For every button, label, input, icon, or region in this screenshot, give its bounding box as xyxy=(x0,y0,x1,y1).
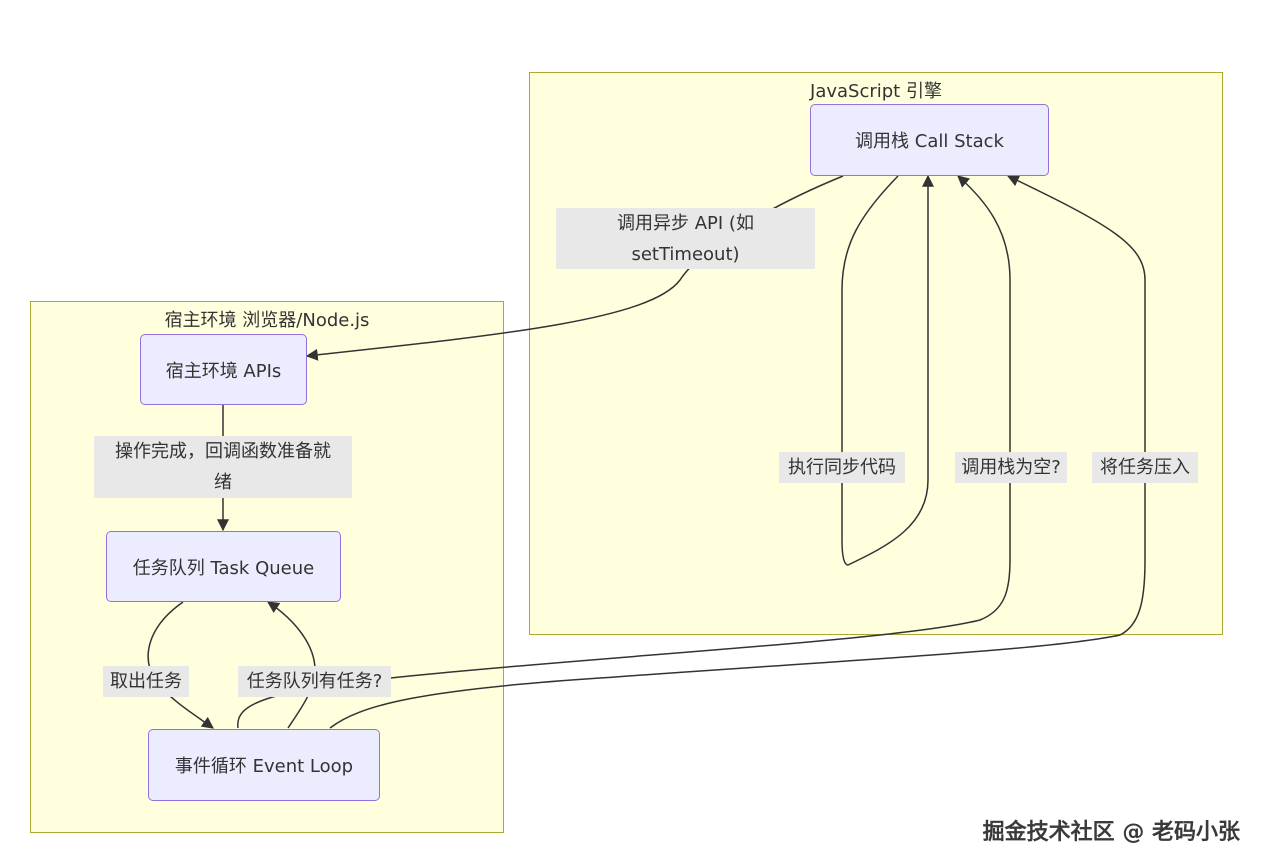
host-apis-node: 宿主环境 APIs xyxy=(140,334,307,405)
event-loop-node: 事件循环 Event Loop xyxy=(148,729,380,801)
edge-label-push-task: 将任务压入 xyxy=(1092,452,1198,483)
async-api-line2: setTimeout) xyxy=(631,243,740,265)
call-stack-node: 调用栈 Call Stack xyxy=(810,104,1049,176)
edge-push-task xyxy=(329,175,1146,729)
edge-label-run-sync: 执行同步代码 xyxy=(779,452,905,483)
engine-cluster-title: JavaScript 引擎 xyxy=(810,81,942,102)
call-stack-label: 调用栈 Call Stack xyxy=(855,131,1004,152)
task-queue-node: 任务队列 Task Queue xyxy=(106,531,341,602)
edge-label-take-task: 取出任务 xyxy=(103,666,189,697)
edge-take-task xyxy=(147,601,214,729)
edge-run-sync xyxy=(841,174,934,566)
edge-label-op-done: 操作完成，回调函数准备就 绪 xyxy=(94,436,352,498)
host-cluster-title: 宿主环境 浏览器/Node.js xyxy=(164,310,370,331)
watermark: 掘金技术社区 @ 老码小张 xyxy=(982,820,1240,845)
event-loop-label: 事件循环 Event Loop xyxy=(174,756,354,777)
edge-label-stack-empty: 调用栈为空? xyxy=(955,452,1067,483)
op-done-line2: 绪 xyxy=(214,472,232,493)
task-queue-label: 任务队列 Task Queue xyxy=(132,557,315,579)
edge-label-async-api: 调用异步 API (如 setTimeout) xyxy=(556,208,815,269)
edge-queue-has-task xyxy=(267,601,316,729)
op-done-line1: 操作完成，回调函数准备就 xyxy=(115,441,331,462)
host-apis-label: 宿主环境 APIs xyxy=(165,360,282,382)
edge-label-queue-has-task: 任务队列有任务? xyxy=(238,666,391,697)
async-api-line1: 调用异步 API (如 xyxy=(617,212,754,234)
